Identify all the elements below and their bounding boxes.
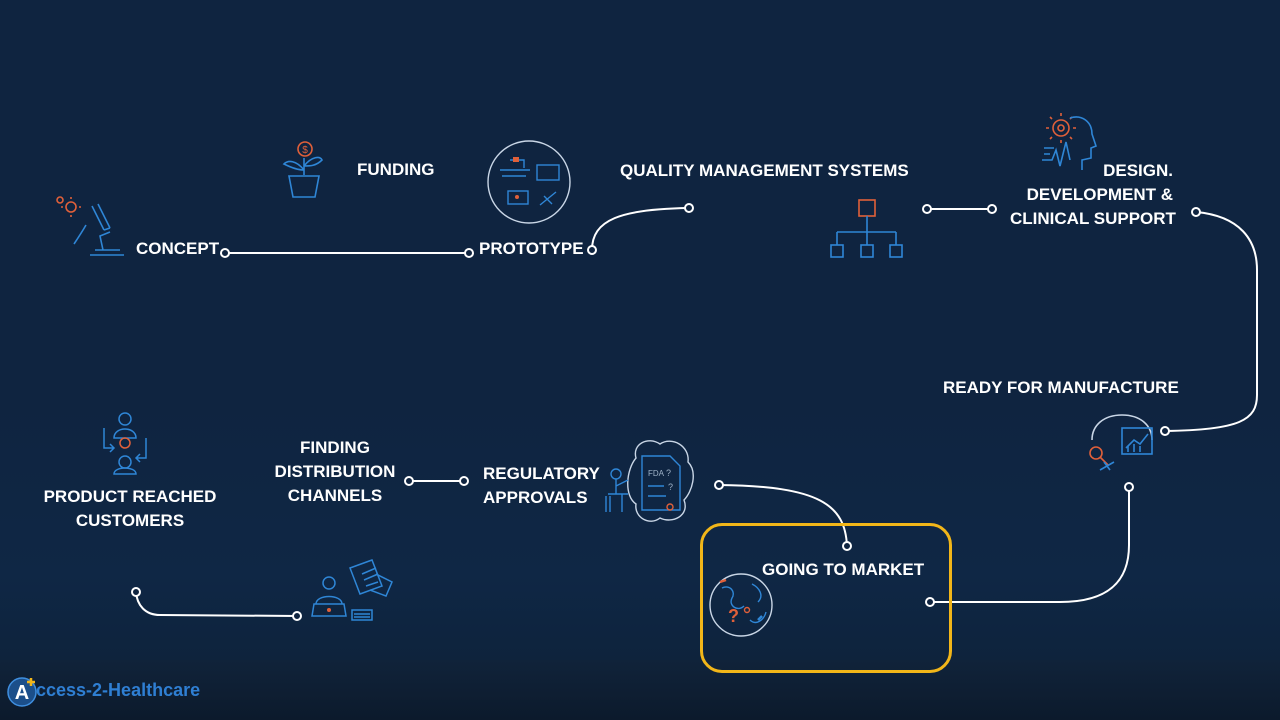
regulatory-documents-icon: FDA ? ?	[605, 440, 694, 522]
stage-label-regulatory-line1: REGULATORY	[483, 464, 600, 483]
node	[459, 476, 469, 486]
connector-going-regulatory	[718, 484, 848, 547]
fda-label: FDA	[648, 469, 665, 478]
stage-label-design: DESIGN. DEVELOPMENT & CLINICAL SUPPORT	[1010, 159, 1176, 231]
node	[220, 248, 230, 258]
stage-label-ready: READY FOR MANUFACTURE	[943, 378, 1179, 397]
bottom-band	[0, 660, 1280, 720]
manufacture-analytics-icon	[1089, 414, 1153, 471]
node	[292, 611, 302, 621]
svg-text:$: $	[302, 145, 308, 156]
stage-label-distribution: FINDING DISTRIBUTION CHANNELS	[270, 436, 400, 508]
stage-label-customers-line1: PRODUCT REACHED	[43, 487, 217, 506]
stage-label-regulatory: REGULATORY APPROVALS	[483, 462, 600, 510]
highlight-box-going-to-market	[700, 523, 952, 673]
logo-mark-icon: A	[7, 677, 37, 707]
question-mark: ?	[668, 482, 673, 492]
laptop-worker-icon	[311, 559, 393, 621]
node	[1160, 426, 1170, 436]
microscope-icon	[56, 196, 124, 256]
node	[925, 597, 935, 607]
stage-label-distribution-line2: DISTRIBUTION	[274, 462, 396, 481]
stage-label-regulatory-line2: APPROVALS	[483, 488, 588, 507]
node	[1124, 482, 1134, 492]
svg-text:A: A	[15, 682, 29, 704]
connector-nodes	[131, 203, 1201, 621]
connector-distribution-customers	[135, 591, 298, 617]
node	[1191, 207, 1201, 217]
stage-label-customers: PRODUCT REACHED CUSTOMERS	[40, 485, 220, 533]
node	[587, 245, 597, 255]
stage-label-design-line3: CLINICAL SUPPORT	[1010, 209, 1176, 228]
stage-label-quality: QUALITY MANAGEMENT SYSTEMS	[620, 161, 909, 180]
connector-design-ready	[1164, 211, 1258, 432]
money-plant-icon: $	[282, 141, 323, 198]
connector-ready-going	[930, 487, 1130, 603]
stage-label-design-line2: DEVELOPMENT &	[1026, 185, 1173, 204]
question-mark: ?	[728, 606, 739, 626]
stage-label-prototype: PROTOTYPE	[479, 239, 584, 258]
node	[131, 587, 141, 597]
node	[464, 248, 474, 258]
prototype-devices-icon	[487, 140, 571, 224]
connectors	[135, 207, 1258, 617]
node	[404, 476, 414, 486]
org-chart-icon	[830, 199, 903, 258]
stage-label-funding: FUNDING	[357, 160, 435, 179]
stage-label-going: GOING TO MARKET	[762, 560, 925, 579]
node	[714, 480, 724, 490]
stage-label-customers-line2: CUSTOMERS	[75, 511, 185, 530]
head-gear-icon	[1042, 113, 1097, 170]
node	[842, 541, 852, 551]
logo-text: ccess-2-Healthcare	[36, 680, 201, 700]
connector-prototype-quality	[591, 207, 690, 251]
node	[684, 203, 694, 213]
stage-label-design-line1: DESIGN.	[1103, 161, 1173, 180]
globe-question-icon: ?	[709, 573, 773, 637]
stage-label-distribution-line3: CHANNELS	[287, 486, 383, 505]
brand-logo: A ccess-2-Healthcare	[6, 674, 206, 710]
node	[922, 204, 932, 214]
stage-label-concept: CONCEPT	[136, 239, 220, 258]
question-mark: ?	[666, 468, 671, 478]
stage-label-distribution-line1: FINDING	[300, 438, 370, 457]
node	[987, 204, 997, 214]
customers-people-icon	[103, 412, 147, 475]
